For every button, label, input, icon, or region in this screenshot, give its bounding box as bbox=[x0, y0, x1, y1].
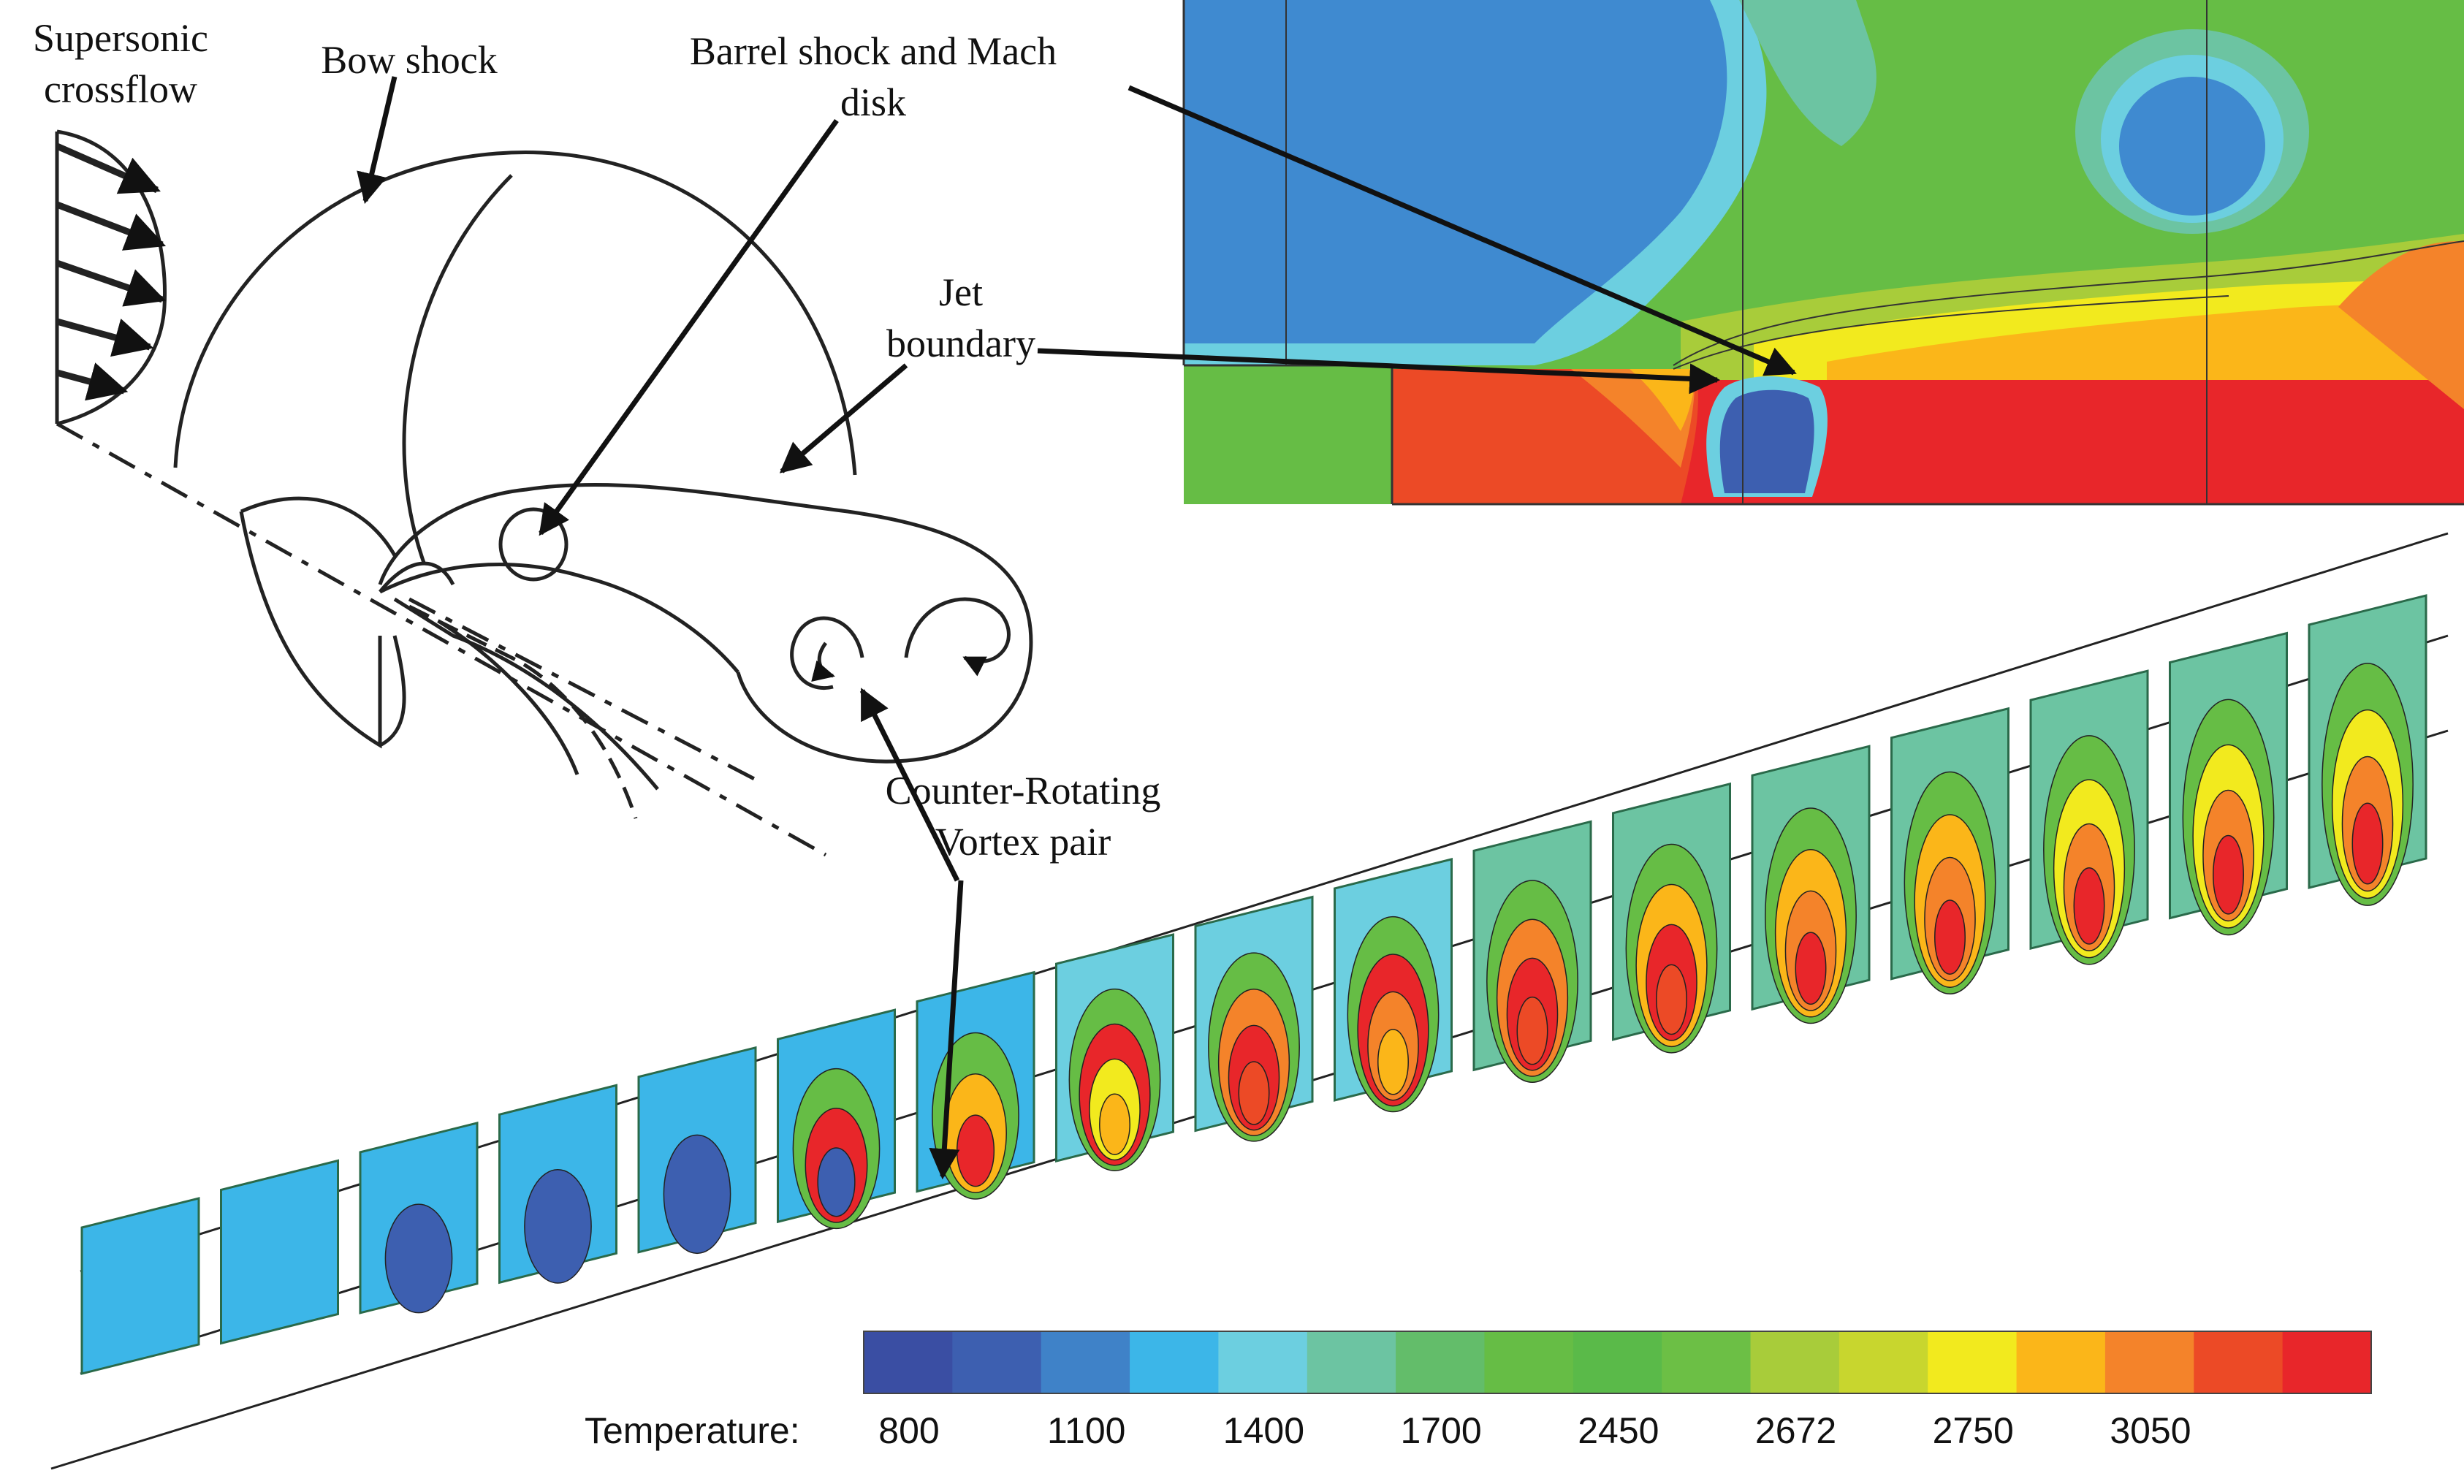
colorbar-swatch bbox=[1750, 1331, 1840, 1393]
crossflow-label-line2: crossflow bbox=[44, 67, 197, 111]
colorbar-tick-label: 2672 bbox=[1755, 1410, 1836, 1451]
colorbar-tick-label: 2450 bbox=[1578, 1410, 1659, 1451]
slice-contour-band bbox=[1238, 1061, 1270, 1125]
slice-contour-band bbox=[384, 1203, 453, 1314]
vortex-pair-sketch bbox=[790, 597, 1011, 690]
slice-contour-band bbox=[1516, 996, 1548, 1065]
slice-contour-band bbox=[817, 1147, 856, 1217]
colorbar-swatch bbox=[1484, 1331, 1574, 1393]
colorbar-tick-label: 1700 bbox=[1401, 1410, 1482, 1451]
vortex-contour-arrow bbox=[929, 880, 964, 1180]
labels: Supersonic crossflow Bow shock Barrel sh… bbox=[33, 16, 1160, 864]
crossflow-velocity-profile bbox=[55, 129, 167, 426]
colorbar-swatch bbox=[1839, 1331, 1928, 1393]
colorbar-swatch bbox=[1662, 1331, 1752, 1393]
slice bbox=[1194, 895, 1314, 1142]
barrel-shock-arrow bbox=[539, 118, 839, 536]
slice-contour-band bbox=[2213, 834, 2244, 915]
slice bbox=[359, 1121, 479, 1314]
slice bbox=[1334, 858, 1453, 1113]
colorbar-tick-label: 1100 bbox=[1047, 1410, 1126, 1451]
colorbar-tick-label: 800 bbox=[878, 1410, 939, 1451]
legend-title: Temperature: bbox=[585, 1410, 800, 1451]
vortex-sketch-arrow bbox=[859, 688, 960, 882]
slice-contour-band bbox=[1656, 964, 1687, 1035]
bow-shock-arrow bbox=[357, 76, 398, 205]
colorbar-swatch bbox=[1928, 1331, 2018, 1393]
colorbar-swatch bbox=[952, 1331, 1042, 1393]
colorbar-tick-label: 2750 bbox=[1933, 1410, 2014, 1451]
barrel-shock-label-line2: disk bbox=[840, 80, 906, 124]
colorbar-swatch bbox=[2194, 1331, 2284, 1393]
slice bbox=[1751, 745, 1871, 1024]
cross-section-slices bbox=[50, 532, 2449, 1470]
centerplane-temperature-contour bbox=[1182, 0, 2464, 506]
slice-contour-band bbox=[2351, 802, 2384, 885]
colorbar-swatch bbox=[2282, 1331, 2372, 1393]
colorbar-swatch bbox=[1307, 1331, 1396, 1393]
slice bbox=[1055, 933, 1174, 1171]
slice-contour-band bbox=[1795, 932, 1827, 1005]
barrel-shock-label-line1: Barrel shock and Mach bbox=[690, 29, 1057, 73]
slice bbox=[2029, 669, 2149, 965]
temperature-colorbar: 800 1100 1400 1700 2450 2672 2750 3050 bbox=[863, 1331, 2372, 1451]
slice-contour-band bbox=[663, 1134, 731, 1255]
jet-boundary-arrow bbox=[1037, 348, 1721, 395]
bow-shock-outline bbox=[173, 151, 857, 749]
slice bbox=[637, 1046, 757, 1255]
jet-boundary-label-line2: boundary bbox=[886, 321, 1035, 365]
vortex-pair-label-line2: Vortex pair bbox=[935, 820, 1111, 864]
slice-contour-band bbox=[1377, 1029, 1409, 1095]
colorbar-frame bbox=[863, 1331, 2372, 1394]
slice-contour-band bbox=[2073, 867, 2105, 945]
slice-contour-band bbox=[524, 1169, 592, 1284]
slice bbox=[1472, 820, 1592, 1083]
crossflow-label-line1: Supersonic bbox=[33, 16, 208, 60]
slice-contour-band bbox=[1934, 899, 1966, 975]
bow-shock-label: Bow shock bbox=[321, 38, 498, 82]
jet-boundary-sketch-arrow bbox=[779, 363, 908, 473]
colorbar-swatch bbox=[864, 1331, 953, 1393]
slice bbox=[498, 1084, 617, 1285]
colorbar-tick-label: 3050 bbox=[2110, 1410, 2191, 1451]
colorbar-swatch bbox=[2016, 1331, 2106, 1393]
colorbar-swatch bbox=[1396, 1331, 1485, 1393]
slice bbox=[2169, 631, 2288, 936]
slice-plane bbox=[220, 1159, 339, 1345]
slice bbox=[777, 1008, 896, 1230]
slice bbox=[1890, 707, 2009, 994]
jet-boundary-label-line1: Jet bbox=[939, 270, 983, 314]
colorbar-swatch bbox=[2104, 1331, 2194, 1393]
colorbar-swatch bbox=[1218, 1331, 1308, 1393]
jet-schematic-sketch bbox=[55, 129, 1033, 857]
slice bbox=[1612, 782, 1731, 1054]
slice bbox=[916, 970, 1035, 1200]
slice-plane bbox=[80, 1197, 200, 1375]
vortex-pair-label-line1: Counter-Rotating bbox=[886, 769, 1161, 813]
jet-plume-tube bbox=[378, 482, 1033, 819]
colorbar-swatch bbox=[1041, 1331, 1130, 1393]
colorbar-tick-label: 1400 bbox=[1223, 1410, 1304, 1451]
colorbar-swatch bbox=[1130, 1331, 1219, 1393]
slice bbox=[80, 1197, 200, 1375]
colorbar-swatch bbox=[1573, 1331, 1662, 1393]
slice bbox=[220, 1159, 339, 1345]
slice-contour-band bbox=[1099, 1093, 1130, 1155]
annotation-arrows bbox=[357, 76, 1797, 1180]
mach-disk-arrow bbox=[1128, 85, 1797, 376]
slice bbox=[2308, 594, 2427, 906]
slice-contour-band bbox=[956, 1114, 995, 1187]
